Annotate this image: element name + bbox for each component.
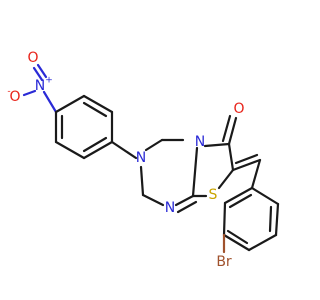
bond-carbonyl-double [221, 114, 232, 143]
bond-n3-ch2b [139, 165, 145, 197]
bromine-label: Br [216, 254, 232, 270]
bond-n-aryl [42, 90, 58, 114]
bond-ch-aryl [250, 158, 262, 190]
molecule-structure: N + O O - N N N S O Br [7, 50, 280, 270]
bond-br3 [247, 233, 278, 252]
bond-br5 [222, 201, 227, 237]
bond-br2 [274, 202, 280, 237]
bond-ar2 [82, 94, 114, 114]
bond-br1 [250, 186, 280, 206]
nitro-nitrogen-label: N [35, 78, 45, 94]
bond-ar4-double [82, 136, 108, 153]
bond-br4 [222, 233, 251, 252]
bond-br6 [223, 186, 254, 205]
nitro-oxygen-top-label: O [27, 50, 38, 66]
bond-aryl-n3 [110, 140, 138, 160]
ring-n3-label: N [136, 150, 146, 166]
bond-no-top-double [32, 66, 44, 82]
bond-c-s [217, 168, 235, 190]
bond-br2-double [268, 205, 273, 233]
nitro-oxygen-left-label: O [9, 89, 20, 105]
nitro-nitrogen-charge: + [45, 76, 53, 86]
bond-no-left [22, 89, 37, 97]
nitro-oxygen-left-charge: - [7, 87, 10, 97]
carbonyl-oxygen-label: O [233, 101, 244, 117]
bond-n5-co [203, 142, 231, 148]
bond-exocyclic [231, 158, 262, 172]
bond-ar2-double [82, 101, 108, 118]
bond-ch2b-imineN [141, 193, 165, 207]
bond-no-top [36, 63, 48, 79]
bond-imineN-c-double [176, 200, 198, 214]
bond-exocyclic-double [234, 153, 259, 165]
bond-br6-double [228, 193, 253, 209]
bond-co-c [227, 142, 235, 172]
ring-n5-label: N [195, 134, 205, 150]
sulfur-label: S [209, 187, 218, 203]
bond-n3-ch2a [144, 138, 164, 152]
bond-carbonyl [227, 116, 238, 146]
bond-imineN-c [174, 194, 195, 207]
bond-ar5 [54, 140, 86, 160]
bond-br4-double [226, 229, 249, 245]
bond-c-n5 [191, 146, 199, 198]
bond-ar4 [82, 140, 114, 160]
bond-ar1 [54, 94, 86, 114]
imine-nitrogen-label: N [165, 200, 175, 216]
molecule-canvas: N + O O - N N N S O Br [7, 50, 280, 270]
